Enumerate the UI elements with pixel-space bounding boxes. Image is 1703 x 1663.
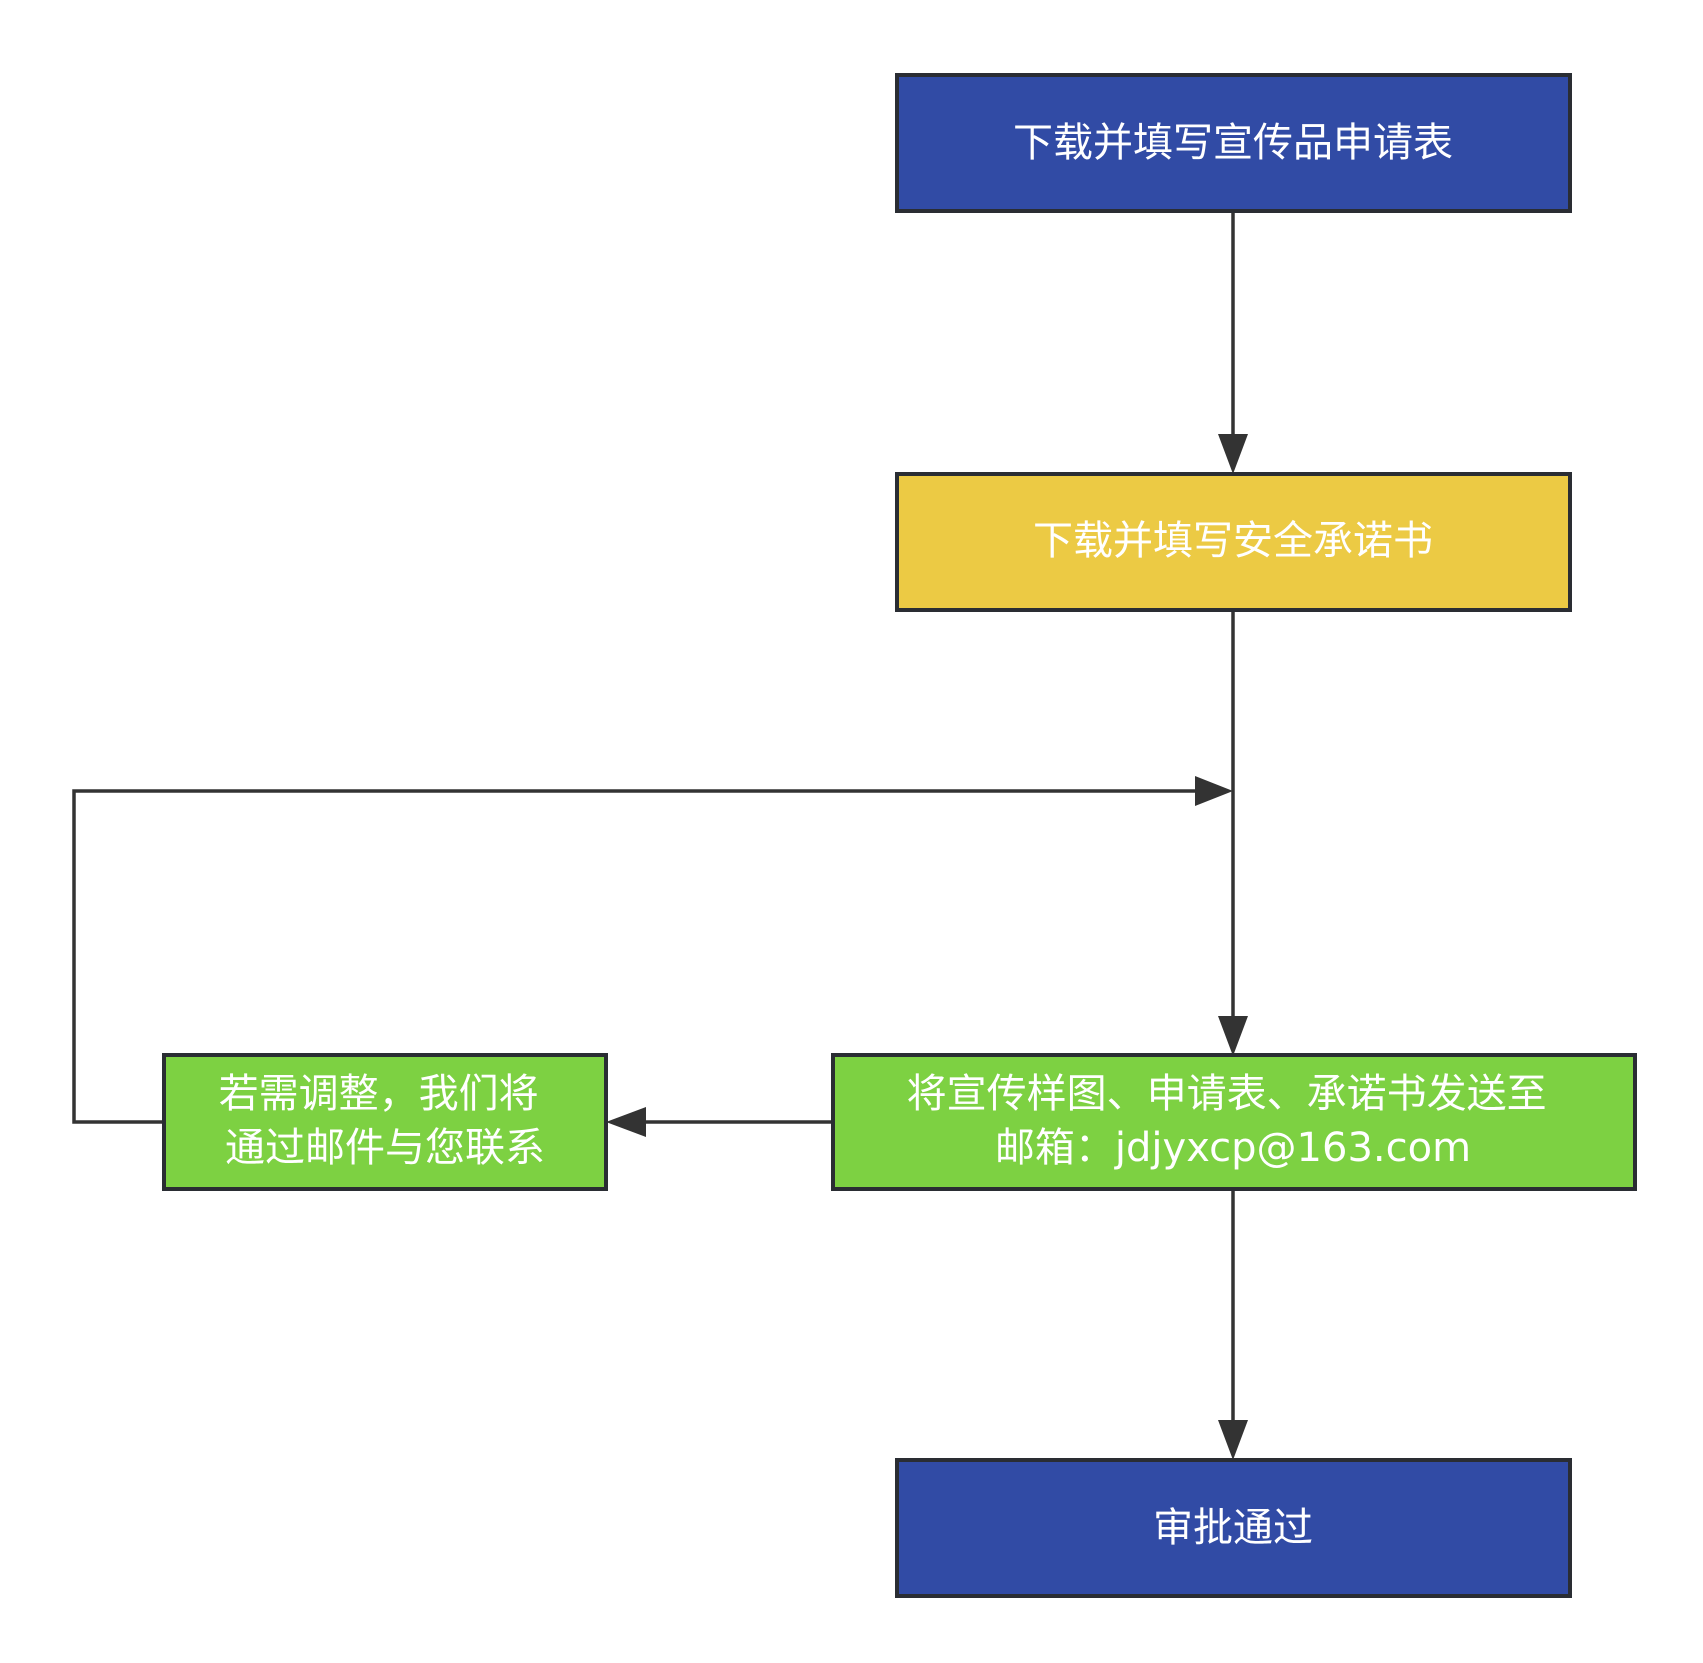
node-n5-box: [895, 1458, 1572, 1598]
arrowhead-n2-n3: [1218, 1016, 1248, 1056]
node-n3-box: [831, 1053, 1637, 1191]
node-n3-line-2: 邮箱：jdjyxcp@163.com: [995, 1125, 1471, 1171]
node-n1-box: [895, 73, 1572, 213]
node-n4-box: [162, 1053, 608, 1191]
node-n3: 将宣传样图、申请表、承诺书发送至 邮箱：jdjyxcp@163.com: [831, 1053, 1637, 1191]
arrowhead-n1-n2: [1218, 434, 1248, 474]
node-n4-label: 若需调整，我们将 通过邮件与您联系: [219, 1071, 552, 1171]
node-n2: 下载并填写安全承诺书: [895, 472, 1572, 612]
edge-n4-loop: [72, 789, 1200, 1124]
node-n2-line-1: 下载并填写安全承诺书: [1033, 518, 1433, 564]
node-n5: 审批通过: [895, 1458, 1572, 1598]
node-n5-line-1: 审批通过: [1153, 1505, 1313, 1551]
node-n2-label: 下载并填写安全承诺书: [1033, 518, 1433, 564]
edges: [72, 213, 1248, 1460]
arrowhead-n3-n4: [606, 1107, 646, 1137]
arrowhead-n4-loop: [1195, 776, 1233, 806]
node-n5-label: 审批通过: [1153, 1505, 1313, 1551]
node-n1-line-1: 下载并填写宣传品申请表: [1013, 120, 1453, 166]
node-n3-line-1: 将宣传样图、申请表、承诺书发送至: [907, 1071, 1547, 1117]
node-n1: 下载并填写宣传品申请表: [895, 73, 1572, 213]
node-n4-line-2: 通过邮件与您联系: [225, 1125, 545, 1171]
node-n2-box: [895, 472, 1572, 612]
node-n4: 若需调整，我们将 通过邮件与您联系: [162, 1053, 608, 1191]
node-n1-label: 下载并填写宣传品申请表: [1013, 120, 1453, 166]
node-n4-line-1: 若需调整，我们将: [219, 1071, 539, 1117]
node-n3-label: 将宣传样图、申请表、承诺书发送至 邮箱：jdjyxcp@163.com: [907, 1071, 1560, 1171]
arrowhead-n3-n5: [1218, 1420, 1248, 1460]
